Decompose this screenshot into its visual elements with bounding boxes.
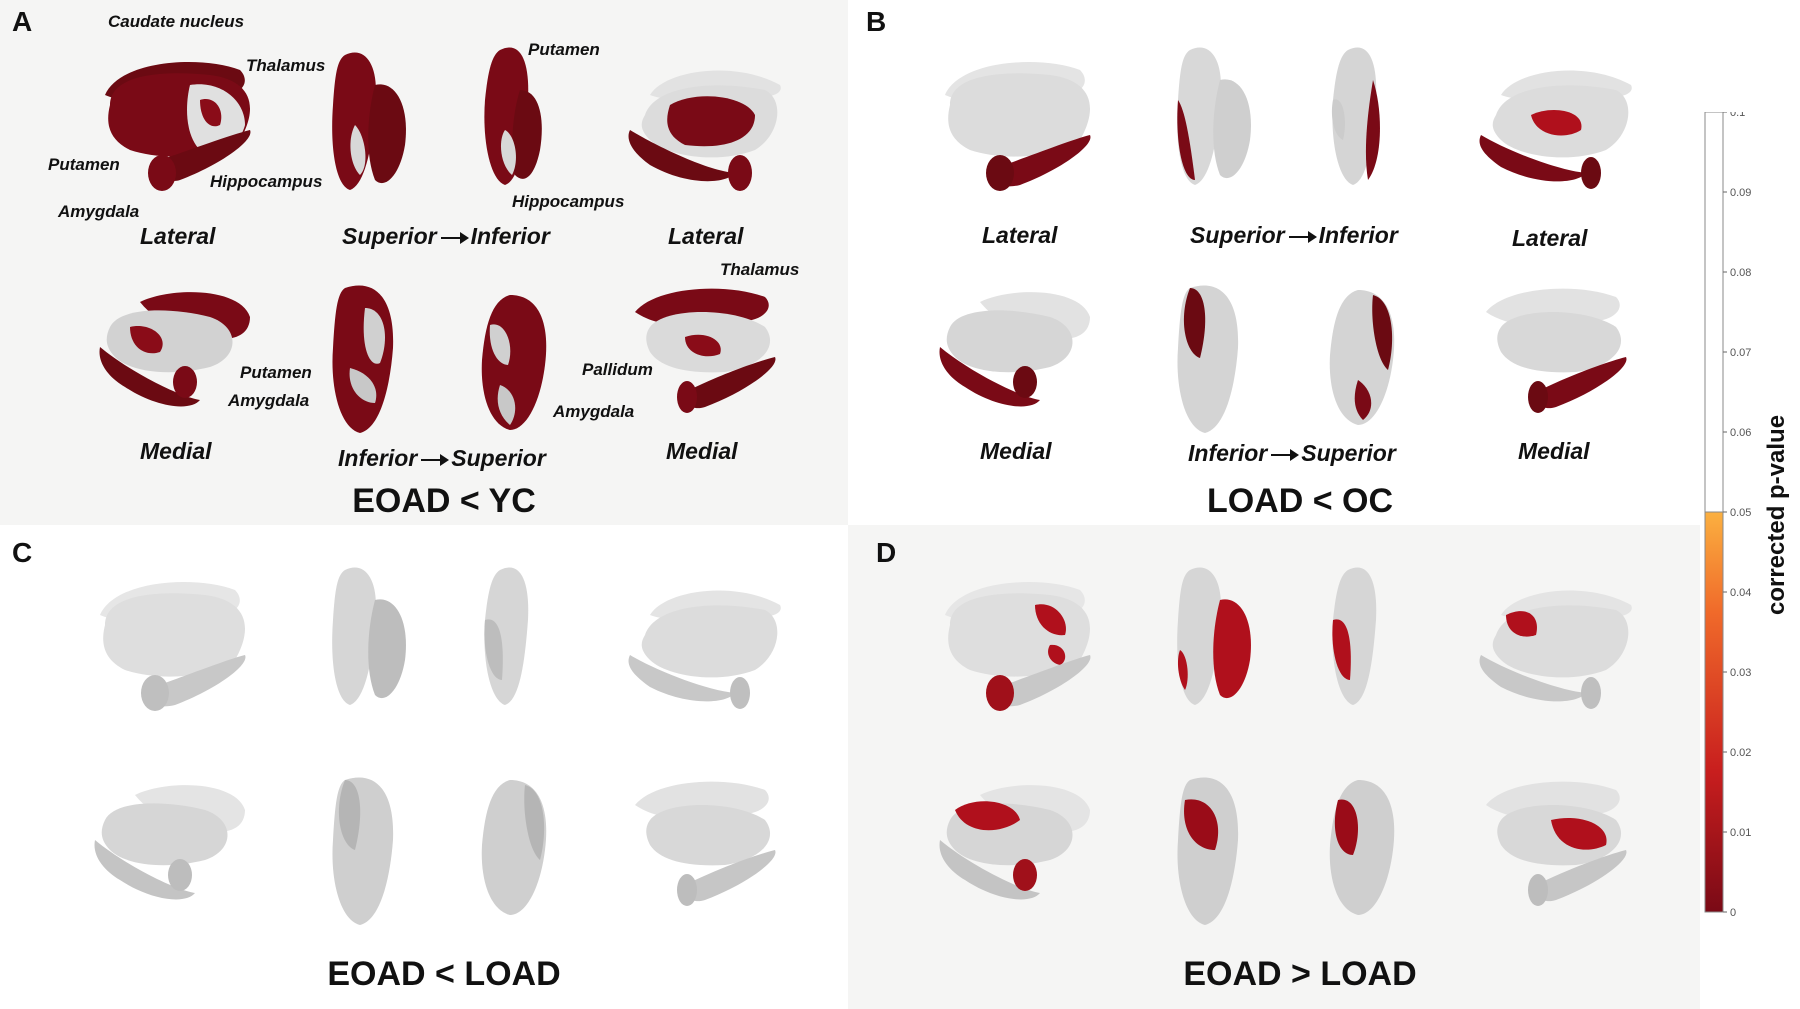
view-label: Lateral (668, 223, 744, 249)
brain-lateral-left (100, 582, 246, 711)
brain-inferior-2 (332, 777, 394, 925)
brain-superior-2 (1329, 290, 1395, 425)
label-amygdala: Amygdala (228, 391, 310, 410)
brain-inferior-2 (1177, 285, 1239, 433)
panel-c: C EOAD < LOAD (0, 525, 848, 1009)
panel-letter: A (12, 6, 33, 37)
brain-superior-2 (481, 780, 547, 915)
brain-superior (332, 567, 406, 705)
colorbar-tick-label: 0.04 (1730, 587, 1751, 599)
label-hippocampus: Hippocampus (210, 172, 323, 191)
brain-medial-left (939, 785, 1090, 900)
label-amygdala: Amygdala (58, 202, 140, 221)
brain-lateral-left (945, 62, 1091, 191)
panel-letter: D (876, 537, 897, 568)
colorbar-tick-label: 0.08 (1730, 267, 1751, 279)
view-label: Medial (666, 438, 738, 464)
brain-inferior (484, 567, 529, 705)
brain-superior (1177, 47, 1251, 185)
view-label: Medial (140, 438, 212, 464)
brain-lateral-left (945, 582, 1091, 711)
brain-lateral-left (105, 62, 251, 191)
brain-lateral-right (1479, 70, 1632, 189)
panel-title: EOAD < YC (352, 482, 536, 520)
colorbar-tick-label: 0 (1730, 907, 1736, 918)
panel-title: EOAD > LOAD (1183, 955, 1417, 993)
brain-superior (1177, 567, 1251, 705)
panel-letter: C (12, 537, 33, 568)
brain-lateral-right (628, 590, 781, 709)
brain-lateral-right (1479, 590, 1632, 709)
colorbar-upper (1704, 112, 1724, 513)
colorbar-tick-label: 0.06 (1730, 427, 1751, 439)
brain-medial-left (939, 292, 1090, 407)
label-pallidum: Pallidum (582, 360, 653, 379)
label-thalamus: Thalamus (246, 56, 326, 75)
brain-inferior (1332, 567, 1377, 705)
colorbar-tick-label: 0.07 (1730, 347, 1751, 359)
panel-d: D (848, 525, 1700, 1009)
panel-title: LOAD < OC (1206, 482, 1394, 520)
label-putamen: Putamen (48, 155, 120, 174)
brain-inferior-2 (332, 285, 394, 433)
view-label: Medial (980, 438, 1052, 464)
colorbar: 0.1 0.09 0.08 0.07 0.06 0.05 0.04 0.03 0.02 0.01 0… (1704, 112, 1790, 918)
view-label: Lateral (1512, 225, 1588, 251)
colorbar-tick-label: 0.1 (1730, 112, 1745, 119)
brain-inferior (484, 47, 542, 185)
label-amygdala: Amygdala (553, 402, 635, 421)
brain-medial-right (1486, 288, 1627, 413)
colorbar-label: corrected p-value (1763, 415, 1790, 615)
colorbar-tick-label: 0.01 (1730, 827, 1751, 839)
label-putamen: Putamen (528, 40, 600, 59)
colorbar-tick-label: 0.03 (1730, 667, 1751, 679)
brain-medial-right (635, 288, 776, 413)
brain-medial-right (635, 781, 776, 906)
brain-lateral-right (628, 70, 781, 191)
view-label: Medial (1518, 438, 1590, 464)
view-label: Lateral (140, 223, 216, 249)
panel-letter: B (866, 6, 887, 37)
label-hippocampus: Hippocampus (512, 192, 625, 211)
panel-a: A Caudate nucleus Thalamus Putamen Amygd… (0, 0, 848, 525)
view-label: Lateral (982, 222, 1058, 248)
brain-superior (332, 52, 406, 190)
colorbar-tick-label: 0.05 (1730, 507, 1751, 519)
label-caudate: Caudate nucleus (108, 12, 245, 31)
brain-inferior (1331, 47, 1380, 185)
panel-title: EOAD < LOAD (327, 955, 561, 993)
colorbar-tick-label: 0.02 (1730, 747, 1751, 759)
brain-superior-2 (481, 295, 547, 430)
brain-medial-right (1486, 781, 1627, 906)
label-putamen: Putamen (240, 363, 312, 382)
brain-medial-left (99, 292, 250, 407)
label-thalamus: Thalamus (720, 260, 800, 279)
colorbar-tick-label: 0.09 (1730, 187, 1751, 199)
brain-inferior-2 (1177, 777, 1239, 925)
colorbar-lower (1704, 511, 1724, 913)
brain-superior-2 (1329, 780, 1395, 915)
brain-medial-left (94, 785, 245, 900)
